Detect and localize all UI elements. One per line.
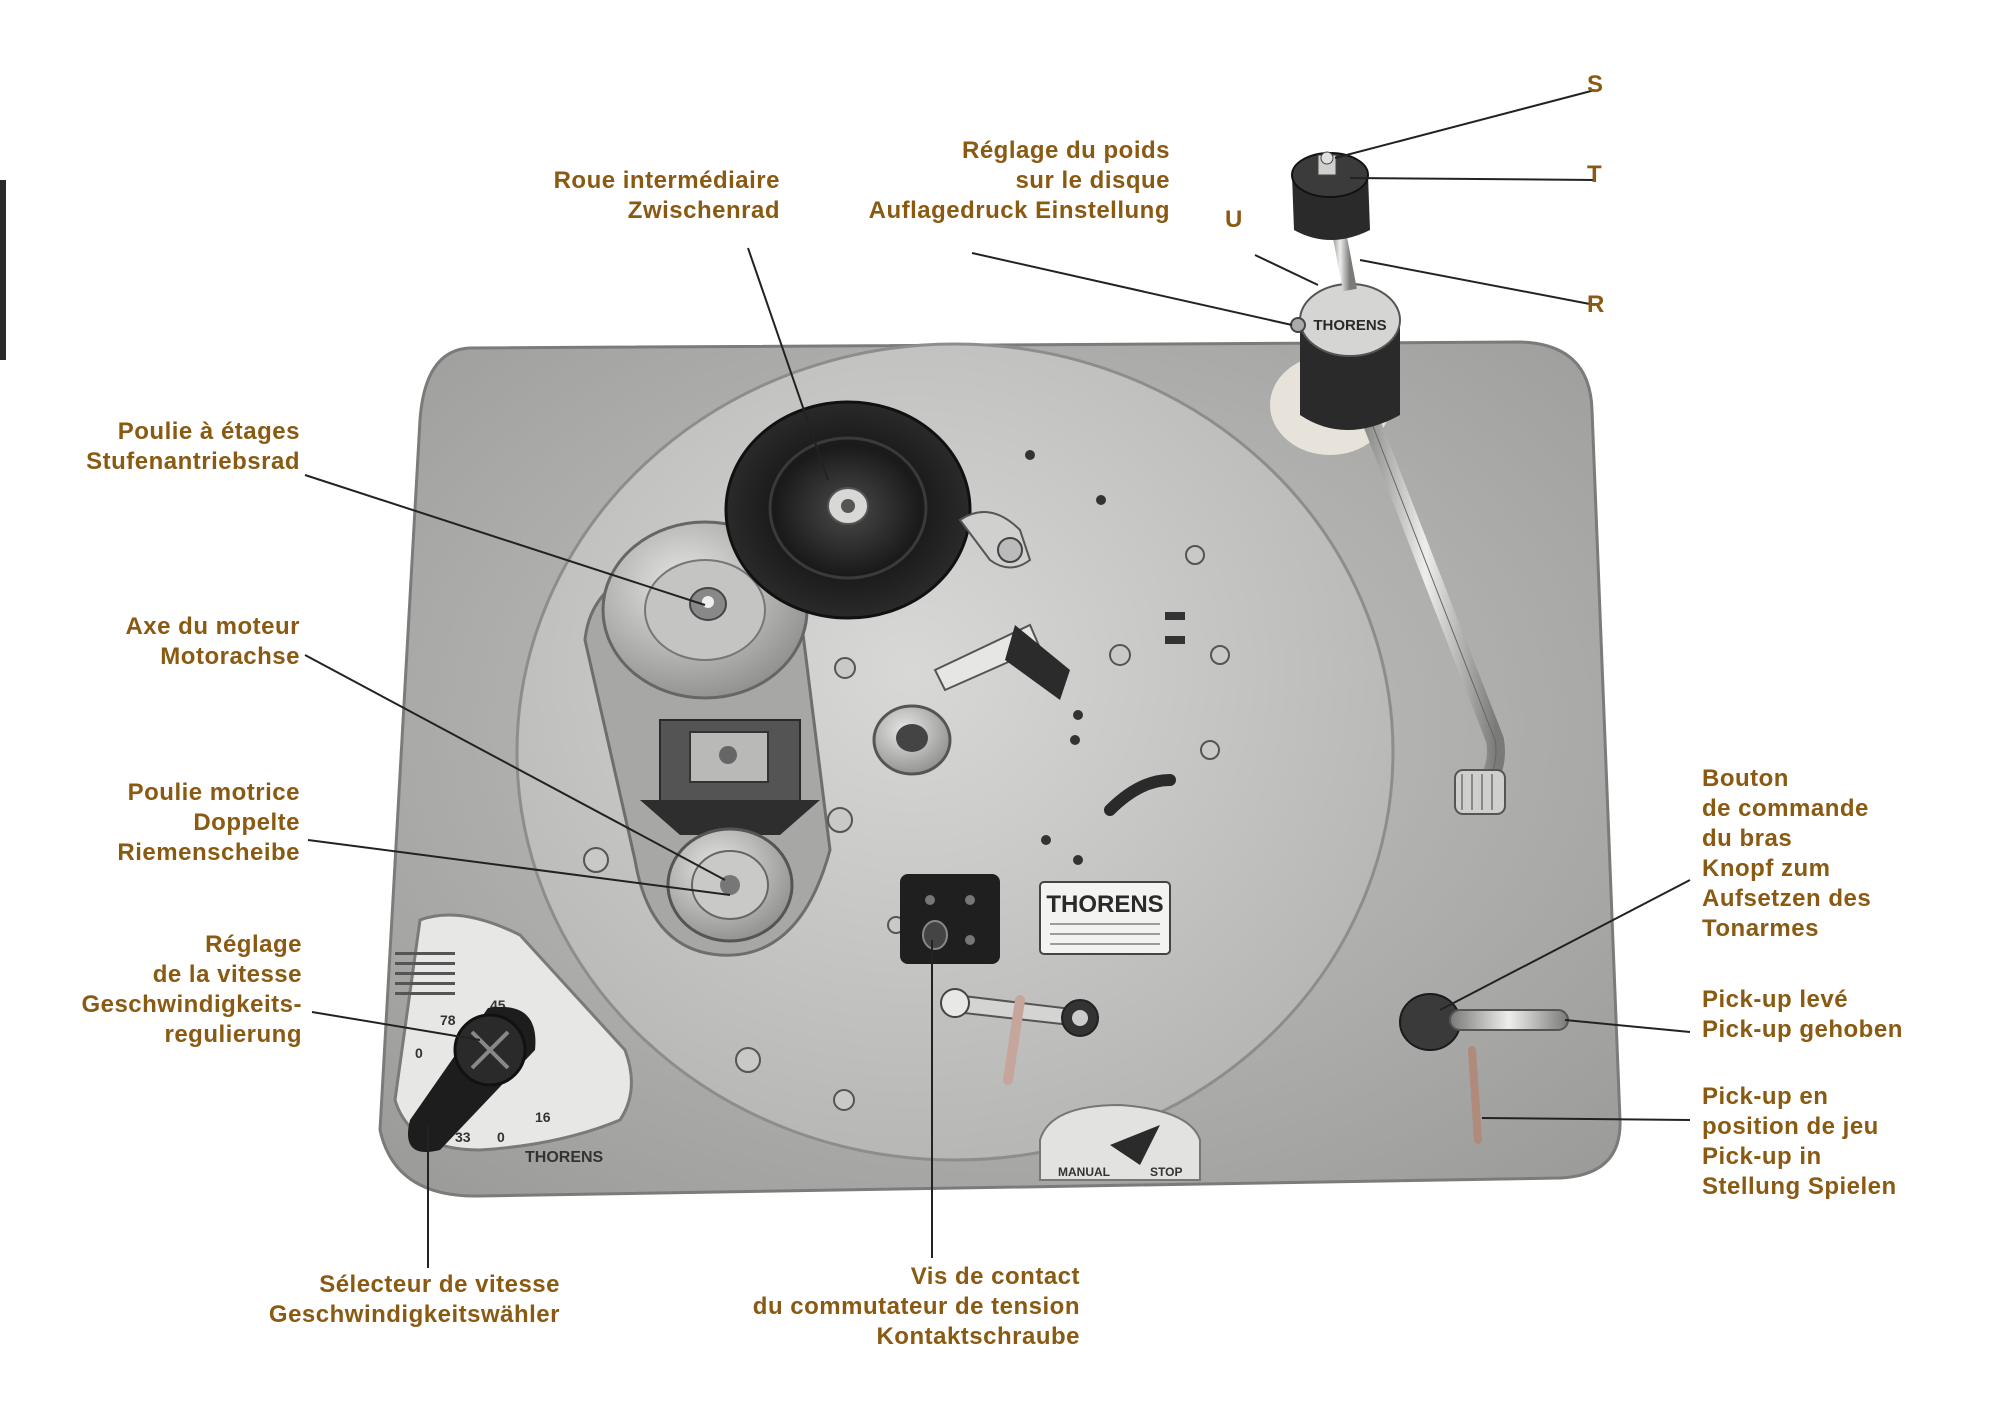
selector-brand-text: THORENS: [525, 1149, 604, 1166]
label-speed-selector: Sélecteur de vitesse Geschwindigkeitswäh…: [268, 1271, 560, 1328]
speed-mark-0-top: 0: [415, 1045, 423, 1061]
speed-mark-0-bottom: 0: [497, 1129, 505, 1145]
screws: [583, 545, 1230, 1111]
label-letter-t: T: [1587, 161, 1603, 188]
label-idler-wheel: Roue intermédiaire Zwischenrad: [500, 166, 780, 226]
switch-manual-label: MANUAL: [1058, 1165, 1110, 1179]
label-pickup-raised: Pick-up levé Pick-up gehoben: [1702, 986, 1903, 1043]
speed-panel-instructions: [395, 952, 455, 995]
speed-mark-16: 16: [535, 1109, 551, 1125]
label-motor-pulley: Poulie motrice Doppelte Riemenscheibe: [117, 779, 300, 866]
speed-mark-33: 33: [455, 1129, 471, 1145]
voltage-selector-plate: [900, 874, 1000, 964]
label-letter-r: R: [1587, 291, 1605, 318]
leader-lines: [304, 89, 1691, 1268]
label-stepped-pulley: Poulie à étages Stufenantriebsrad: [86, 418, 300, 475]
brand-nameplate-text: THORENS: [1046, 891, 1163, 918]
arm-lift-slot: [1468, 1046, 1482, 1144]
label-pickup-play: Pick-up en position de jeu Pick-up in St…: [1702, 1083, 1897, 1200]
label-letter-u: U: [1225, 206, 1243, 233]
label-idler-wheel-de: Zwischenrad: [627, 197, 780, 224]
weight-adjust-screw: [1290, 317, 1306, 333]
manual-stop-lever: [1110, 1125, 1160, 1165]
switch-stop-label: STOP: [1150, 1165, 1182, 1179]
label-motor-axle: Axe du moteur Motorachse: [125, 613, 300, 670]
label-weight-adjust: Réglage du poids sur le disque Auflagedr…: [868, 137, 1170, 224]
brand-nameplate: [1039, 881, 1171, 955]
arm-lift-lever: [1449, 1009, 1569, 1031]
label-idler-wheel-fr: Roue intermédiaire: [553, 167, 780, 194]
label-arm-control-knob: Bouton de commande du bras Knopf zum Auf…: [1702, 765, 1872, 942]
speed-mark-78: 78: [440, 1012, 456, 1028]
page-edge-mark: [0, 180, 6, 360]
label-contact-screw: Vis de contact du commutateur de tension…: [752, 1263, 1080, 1350]
label-letter-s: S: [1587, 71, 1604, 98]
arm-brand-text: THORENS: [1313, 317, 1386, 334]
label-speed-regulation: Réglage de la vitesse Geschwindigkeits- …: [81, 931, 302, 1048]
